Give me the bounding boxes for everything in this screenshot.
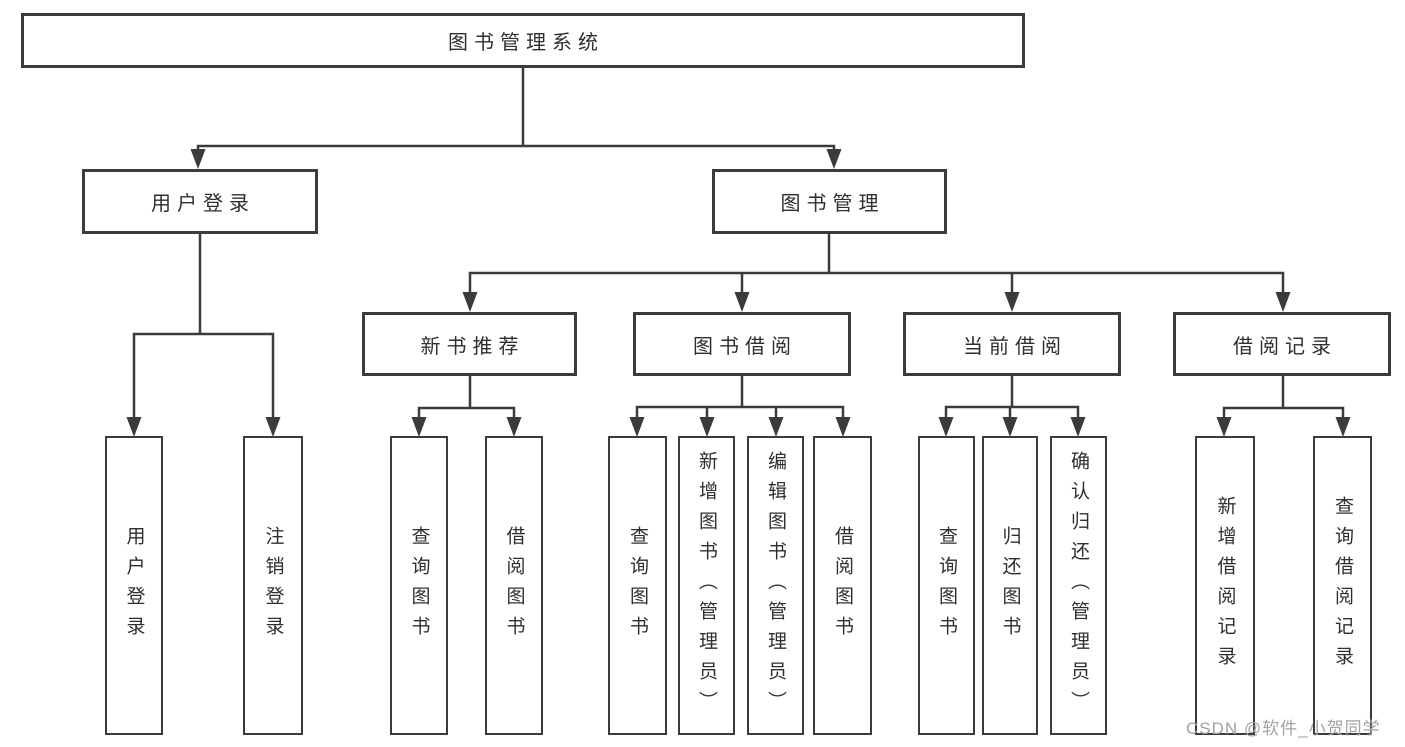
leaf-borrow-add-book-admin: 新增图书（管理员）: [678, 436, 735, 735]
node-label: 借阅图书: [503, 525, 525, 646]
node-label: 新增借阅记录: [1214, 495, 1236, 676]
node-label: 编辑图书（管理员）: [765, 450, 786, 721]
node-label: 当前借阅: [963, 335, 1067, 358]
leaf-logout: 注销登录: [243, 436, 303, 735]
leaf-borrow-borrow-book: 借阅图书: [813, 436, 872, 735]
node-current-borrow: 当前借阅: [903, 312, 1121, 376]
node-book-management: 图书管理: [712, 169, 947, 234]
node-label: 查询图书: [408, 525, 430, 646]
leaf-newbook-borrow-book: 借阅图书: [485, 436, 543, 735]
leaf-record-add-borrow-record: 新增借阅记录: [1195, 436, 1255, 735]
node-label: 注销登录: [262, 525, 284, 646]
node-label: 查询图书: [627, 525, 648, 646]
leaf-current-confirm-return-admin: 确认归还（管理员）: [1050, 436, 1107, 735]
node-new-book-recommend: 新书推荐: [362, 312, 577, 376]
node-book-borrow: 图书借阅: [633, 312, 851, 376]
leaf-newbook-query-book: 查询图书: [390, 436, 448, 735]
node-label: 用户登录: [151, 193, 255, 215]
csdn-watermark: CSDN @软件_小贺同学: [1186, 719, 1381, 738]
leaf-record-query-borrow-record: 查询借阅记录: [1313, 436, 1372, 735]
node-label: 新书推荐: [420, 335, 525, 358]
node-label: 图书借阅: [693, 335, 797, 358]
leaf-current-return-book: 归还图书: [982, 436, 1038, 735]
leaf-current-query-book: 查询图书: [918, 436, 975, 735]
node-label: 归还图书: [999, 525, 1021, 646]
node-label: 新增图书（管理员）: [696, 450, 717, 721]
node-label: 借阅记录: [1233, 335, 1337, 358]
node-label: 图书管理系统: [448, 32, 604, 54]
node-library-management-system: 图书管理系统: [21, 13, 1025, 68]
leaf-borrow-edit-book-admin: 编辑图书（管理员）: [747, 436, 804, 735]
node-label: 查询图书: [936, 525, 957, 646]
node-borrow-record: 借阅记录: [1173, 312, 1391, 376]
node-label: 借阅图书: [832, 525, 853, 646]
node-label: 用户登录: [123, 525, 145, 646]
node-label: 查询借阅记录: [1332, 495, 1353, 676]
node-user-login: 用户登录: [82, 169, 318, 234]
leaf-user-login: 用户登录: [105, 436, 163, 735]
node-label: 确认归还（管理员）: [1068, 450, 1089, 721]
leaf-borrow-query-book: 查询图书: [608, 436, 667, 735]
node-label: 图书管理: [780, 193, 885, 215]
